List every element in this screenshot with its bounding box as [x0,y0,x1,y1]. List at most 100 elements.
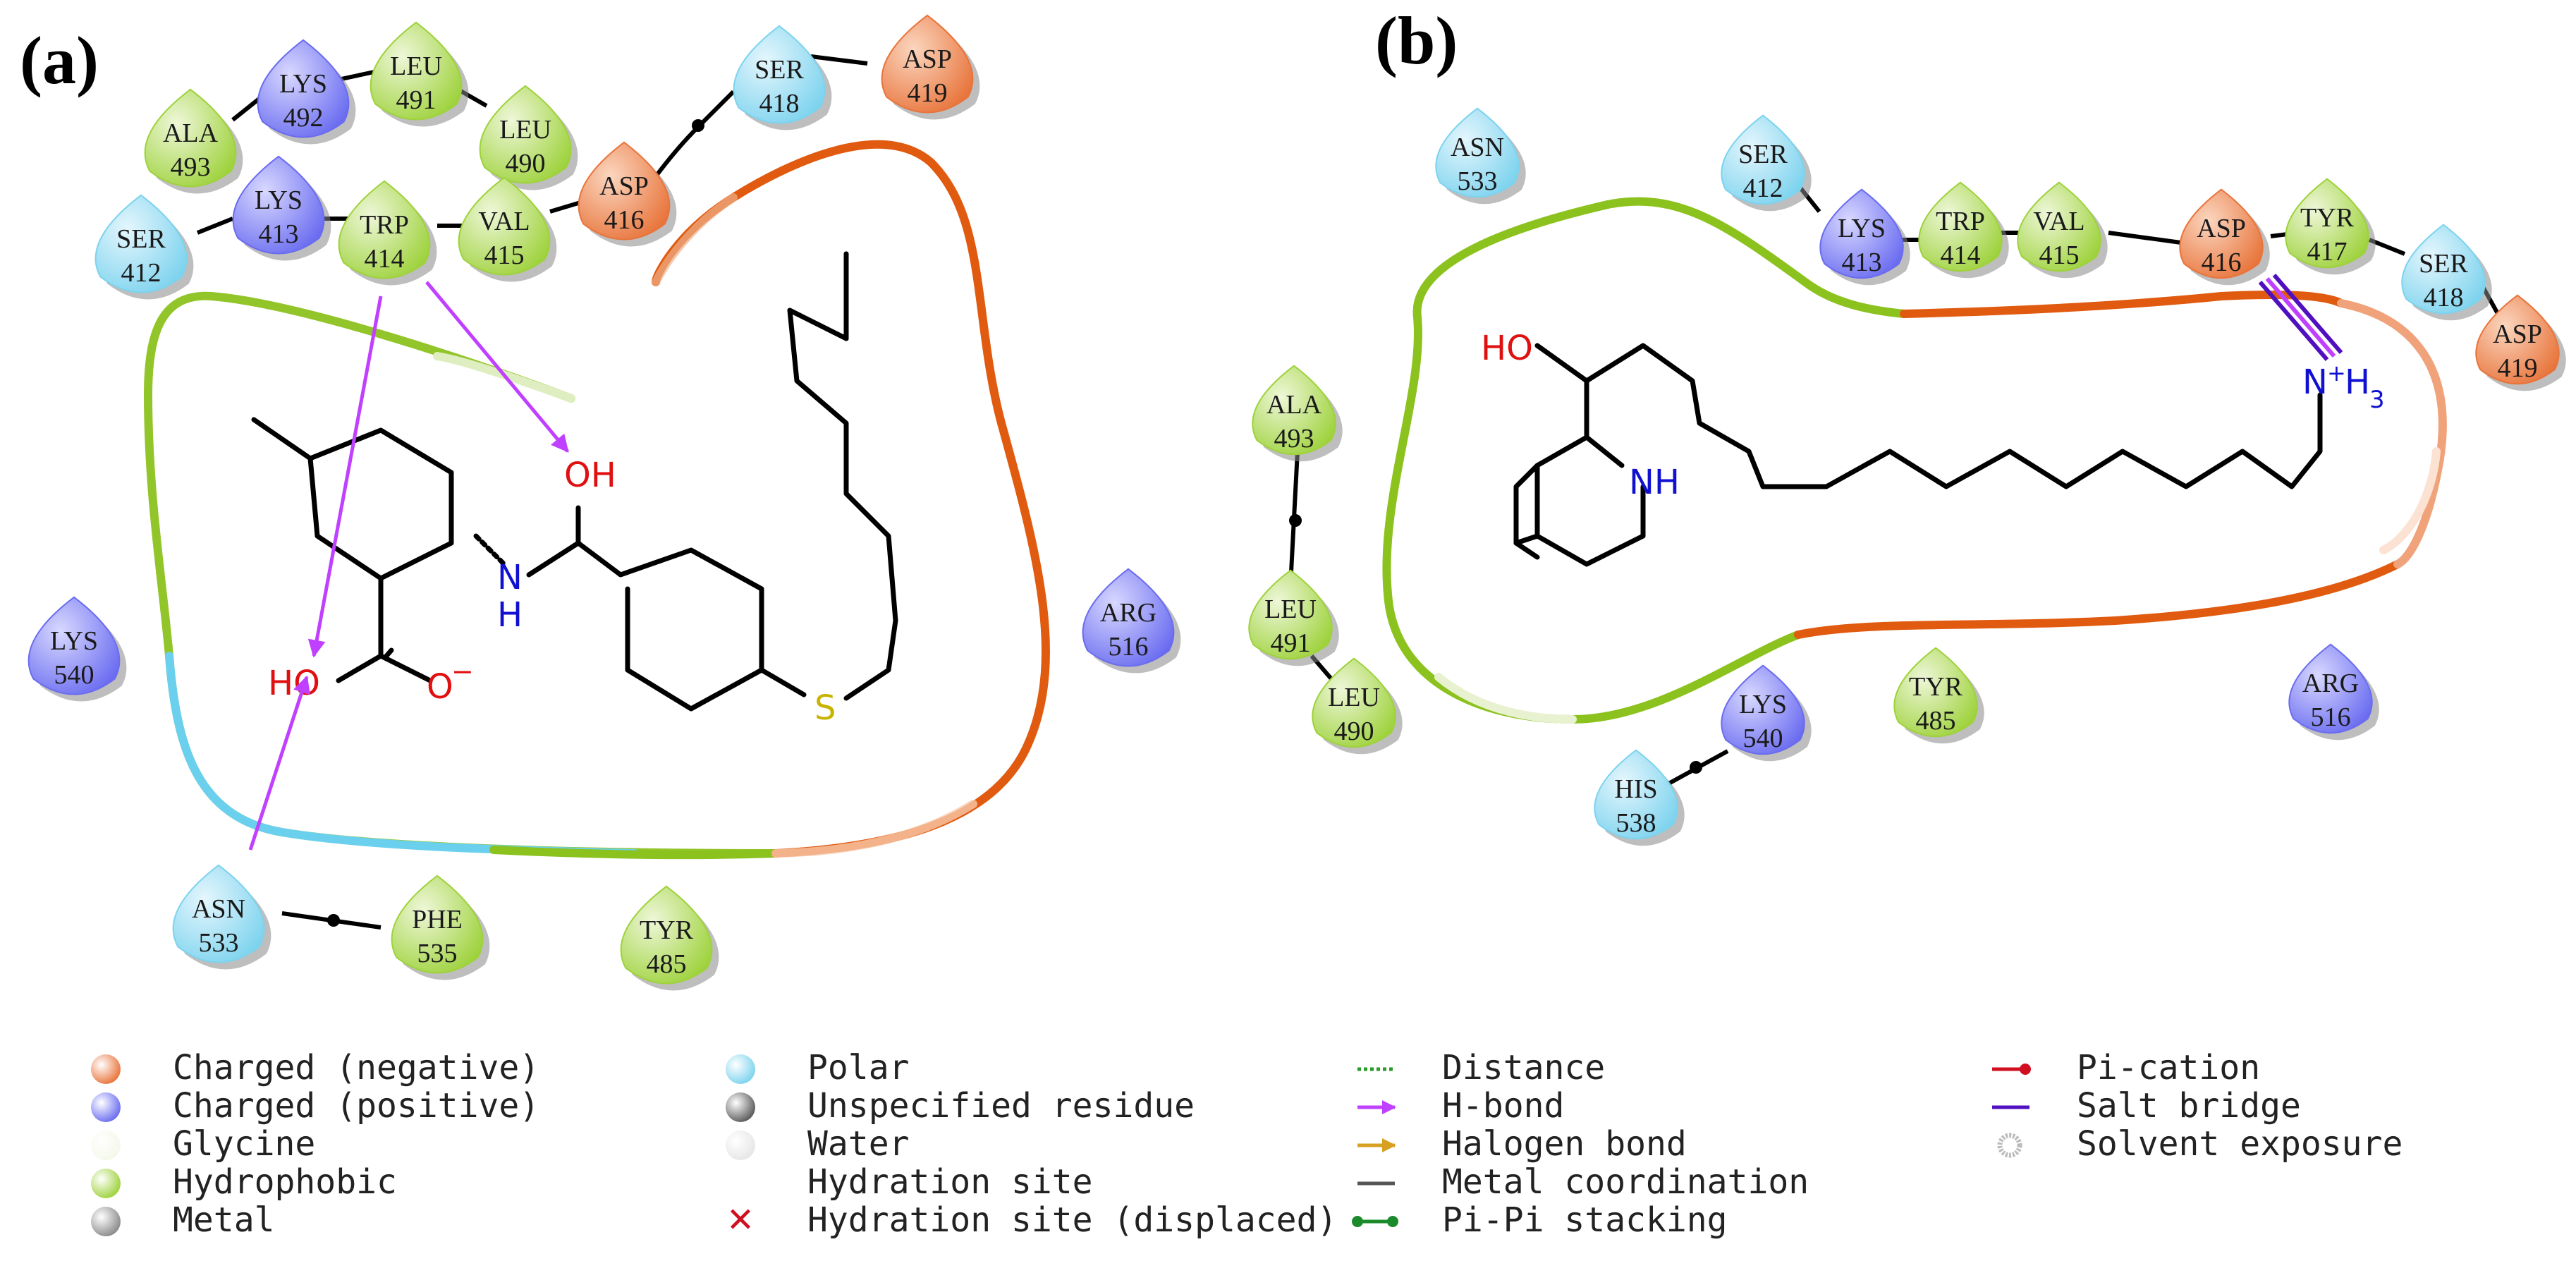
atom-h-b: H [2345,363,2370,402]
residue-number: 540 [54,660,94,690]
legend-label: Charged (negative) [173,1048,539,1088]
pocket-outline-b [1382,197,2447,724]
residue-number: 533 [1458,166,1498,196]
residue-number: 415 [484,240,525,270]
legend-label: Metal coordination [1442,1162,1809,1202]
legend-label: Metal [173,1200,275,1240]
legend-item-polar: Polar [726,1048,910,1088]
legend-item-hydrophobic: Hydrophobic [91,1162,397,1202]
residue-name: LYS [1838,214,1886,243]
atom-s-a: S [814,688,836,728]
atom-ho-b: HO [1481,329,1533,368]
residue-name: LYS [279,69,327,99]
legend-label: Distance [1442,1048,1605,1088]
legend-swatch [726,1131,755,1160]
residue-number: 418 [759,89,800,118]
residue-trp-414-b: TRP 414 [1918,181,2009,279]
atom-charge-a: − [451,656,474,687]
ligand-a: OH N H HO O − S [251,251,898,728]
legend-dumbbell-end [1387,1216,1398,1227]
legend-item-unspecified-residue: Unspecified residue [726,1086,1195,1126]
residue-asp-416-b: ASP 416 [2179,188,2270,286]
legend-swatch [91,1207,121,1236]
residue-number: 416 [2202,248,2242,277]
legend-item-solvent-exposure: Solvent exposure [1997,1124,2403,1164]
residue-name: SER [755,55,804,85]
atom-n-b: N [2302,363,2328,402]
residue-tyr-485-b: TYR 485 [1893,647,1984,744]
residue-number: 490 [506,149,546,178]
residue-name: ALA [163,118,219,148]
residue-name: ASP [2493,319,2542,349]
residue-asp-416-a: ASP 416 [578,141,677,247]
residue-name: ASP [2197,214,2246,243]
legend-item-metal: Metal [91,1200,275,1240]
residue-name: ALA [1266,390,1322,420]
panel-b-label: (b) [1375,3,1458,78]
residue-number: 485 [1916,706,1956,736]
atom-sub3-b: 3 [2369,386,2385,414]
legend-label: Halogen bond [1442,1124,1687,1164]
legend-dumbbell-end [1352,1216,1363,1227]
residue-name: SER [116,224,166,254]
residue-number: 412 [1743,173,1783,203]
legend-item-charged-positive: Charged (positive) [91,1086,539,1126]
legend-swatch [91,1131,121,1160]
residue-number: 533 [199,928,239,958]
residue-number: 493 [171,152,211,182]
residue-number: 413 [259,219,299,249]
legend-label: Charged (positive) [173,1086,539,1126]
residue-name: TRP [360,210,409,240]
legend-label: Glycine [173,1124,315,1164]
legend-label: Pi-Pi stacking [1442,1200,1728,1240]
legend-item-pi-cation: Pi-cation [1992,1048,2260,1088]
residue-name: VAL [478,207,530,236]
atom-plus-b: + [2327,360,2346,386]
legend-cross-icon: ✕ [726,1200,755,1240]
residues-a: ALA493LYS492LEU491LEU490SER418ASP419SER4… [28,14,1181,991]
legend-item-pi-pi-stacking: Pi-Pi stacking [1352,1200,1728,1240]
panel-a-label: (a) [20,23,99,98]
panel-a: (a) [20,14,1181,991]
residue-number: 491 [396,85,437,115]
legend-item-h-bond: H-bond [1357,1086,1564,1126]
residue-name: HIS [1614,774,1657,804]
legend-swatch [91,1092,121,1122]
residue-number: 416 [604,205,645,235]
legend-item-halogen-bond: Halogen bond [1357,1124,1687,1164]
legend-item-glycine: Glycine [91,1124,315,1164]
residue-name: SER [1738,140,1788,169]
residue-name: TRP [1936,207,1985,236]
residue-number: 492 [283,103,324,133]
legend-label: Hydration site [807,1162,1093,1202]
residue-asn-533-b: ASN 533 [1435,107,1526,205]
residue-name: PHE [412,905,463,934]
ligand-b: HO NH N + H 3 [1481,329,2385,567]
residue-name: ASN [1451,133,1504,162]
residue-number: 485 [647,949,687,979]
residue-name: ASP [599,171,649,201]
residue-number: 414 [1941,240,1981,270]
legend-label: H-bond [1442,1086,1564,1126]
pocket-outline-a [143,140,1050,860]
residue-name: TYR [640,915,694,945]
residue-name: LYS [1739,690,1787,719]
residue-name: TYR [1909,672,1963,702]
residue-ala-493-a: ALA 493 [144,88,243,194]
atom-o-a: O [427,667,453,707]
residue-name: SER [2419,249,2468,279]
legend: Charged (negative)Charged (positive)Glyc… [91,1048,2403,1240]
residue-number: 412 [121,258,161,288]
legend-label: Hydrophobic [173,1162,397,1202]
residue-number: 419 [908,78,948,108]
